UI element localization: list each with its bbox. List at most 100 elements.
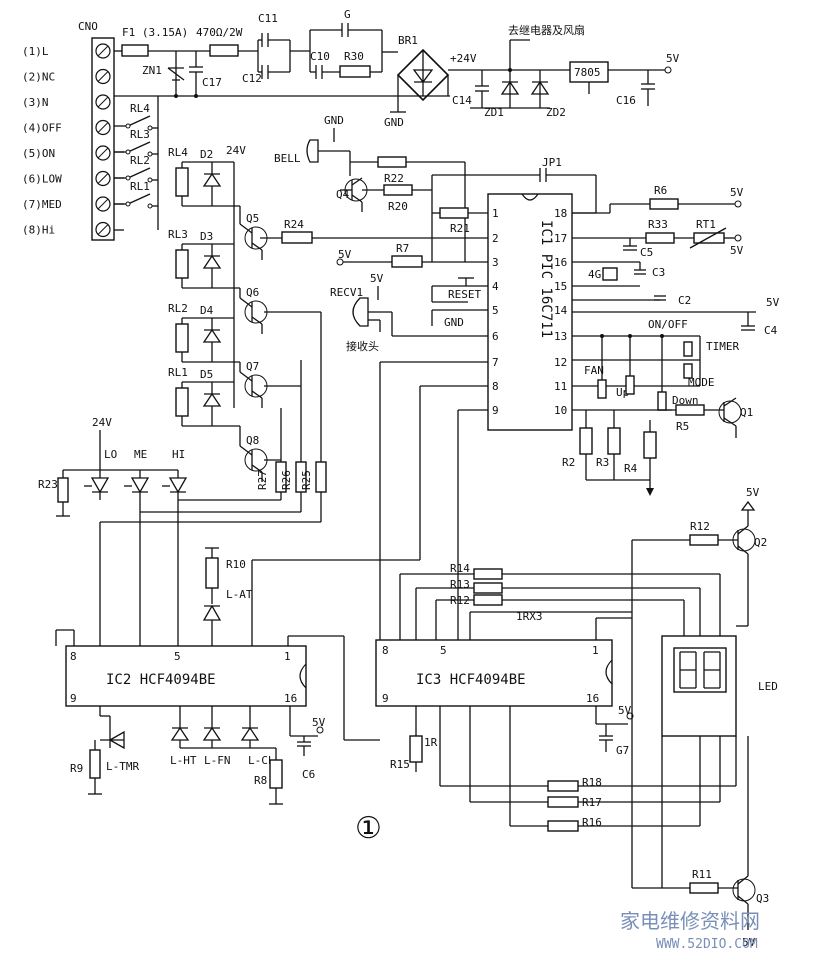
led-lo: LO	[104, 448, 117, 461]
r4	[643, 431, 657, 459]
timer-button[interactable]	[683, 363, 693, 379]
r7-label: R7	[396, 242, 409, 255]
lfn-led	[202, 726, 222, 741]
ic1-right-periphery: R6 5V R33 RT1 5V C5 4G C3 C2 5V	[562, 184, 780, 496]
led-24v: 24V	[92, 416, 112, 429]
r8	[269, 759, 283, 789]
ic1-body	[487, 193, 573, 431]
r15-label: R15	[390, 758, 410, 771]
r33-label: R33	[648, 218, 668, 231]
r13	[473, 582, 503, 594]
relay-24v: 24V	[226, 144, 246, 157]
rt1-5v: 5V	[730, 244, 744, 257]
ic2-5v: 5V	[312, 716, 326, 729]
ic1-left-pin: 7	[492, 356, 499, 369]
zd1-label: ZD1	[484, 106, 504, 119]
r6-5v: 5V	[730, 186, 744, 199]
diode-label: D4	[200, 304, 214, 317]
ic1-right-pin: 17	[554, 232, 567, 245]
ic3-pin8: 8	[382, 644, 389, 657]
rt1-label: RT1	[696, 218, 716, 231]
r9	[89, 749, 101, 779]
receiver-icon	[352, 297, 369, 327]
ic1-left-pin: 2	[492, 232, 499, 245]
connector-pin-label: (4)OFF	[22, 122, 62, 135]
ic1-left-pin: 1	[492, 207, 499, 220]
r27-label: R27	[256, 470, 269, 490]
connector-pin-label: (3)N	[22, 96, 49, 109]
r20-label: R20	[388, 200, 408, 213]
relay-contact-label: RL4	[130, 102, 150, 115]
c6-label: C6	[302, 768, 315, 781]
r8-label: R8	[254, 774, 267, 787]
r12-display	[689, 534, 719, 546]
r9-label: R9	[70, 762, 83, 775]
r21-label: R21	[450, 222, 470, 235]
r16	[547, 820, 579, 832]
connector-pin-label: (2)NC	[22, 71, 55, 84]
fan-button[interactable]	[597, 379, 607, 399]
r12-ic3	[473, 594, 503, 606]
ic1-left-pin: 6	[492, 330, 499, 343]
lat-label: L-AT	[226, 588, 253, 601]
connector-pin-label: (1)L	[22, 45, 49, 58]
r10-label: R10	[226, 558, 246, 571]
r25	[315, 461, 327, 493]
r6	[649, 198, 679, 210]
reset-label: RESET	[448, 288, 481, 301]
r11	[689, 882, 719, 894]
led-label: LED	[758, 680, 778, 693]
seven-segment-display: 5V R12 Q2 LED R11 Q3 5V	[631, 486, 778, 949]
relay-coil-label: RL2	[168, 302, 188, 315]
ic3-pin1: 1	[592, 644, 599, 657]
transistor-label: Q7	[246, 360, 259, 373]
ic2-hcf4094: IC2 HCF4094BE 8 5 1 9 16 R9 L-TMR	[55, 434, 421, 805]
bell-icon	[306, 139, 319, 163]
r14	[473, 568, 503, 580]
ic2-body	[65, 645, 307, 707]
top-logic: GND BELL R22 Q4 R20 JP1 R21	[274, 114, 597, 353]
onoff-button[interactable]	[683, 341, 693, 357]
fan-label[interactable]: FAN	[584, 364, 604, 377]
connector-pin-label: (5)ON	[22, 147, 55, 160]
ic1-left-pin: 3	[492, 256, 499, 269]
led-hi: HI	[172, 448, 185, 461]
relay-coil-label: RL3	[168, 228, 188, 241]
zd2-label: ZD2	[546, 106, 566, 119]
relay-coil-label: RL1	[168, 366, 188, 379]
led-me: ME	[134, 448, 147, 461]
bell-gnd: GND	[324, 114, 344, 127]
connector-pin-label: (6)LOW	[22, 173, 62, 186]
mode-label[interactable]: MODE	[688, 376, 715, 389]
v5-main: 5V	[666, 52, 680, 65]
r20	[383, 184, 413, 196]
c12-label: C12	[242, 72, 262, 85]
ic2-pin16: 16	[284, 692, 297, 705]
relay-note: 去继电器及风扇	[508, 23, 585, 37]
transistor-label: Q8	[246, 434, 259, 447]
relay-contact-label: RL2	[130, 154, 150, 167]
down-label[interactable]: Down	[672, 394, 699, 407]
ic1-right-pin: 13	[554, 330, 567, 343]
fuse-f1	[121, 44, 149, 57]
q2-5v: 5V	[746, 486, 760, 499]
down-button[interactable]	[657, 391, 667, 411]
lht-led	[170, 726, 190, 741]
onoff-label[interactable]: ON/OFF	[648, 318, 688, 331]
ic1-left-pin: 9	[492, 404, 499, 417]
transistor-label: Q6	[246, 286, 259, 299]
timer-label[interactable]: TIMER	[706, 340, 739, 353]
up-button[interactable]	[625, 375, 635, 395]
r2	[579, 427, 593, 455]
crystal	[602, 267, 618, 281]
r1r-label: 1R	[424, 736, 438, 749]
connector-title: CNO	[78, 20, 98, 33]
figure-number: ①	[355, 811, 382, 846]
q2-label: Q2	[754, 536, 767, 549]
ic3-pin16: 16	[586, 692, 599, 705]
c16-label: C16	[616, 94, 636, 107]
lht-label: L-HT	[170, 754, 197, 767]
watermark-url: WWW.52DIO.COM	[656, 937, 758, 952]
r12-label-ic3: R12	[450, 594, 470, 607]
r30-label: R30	[344, 50, 364, 63]
